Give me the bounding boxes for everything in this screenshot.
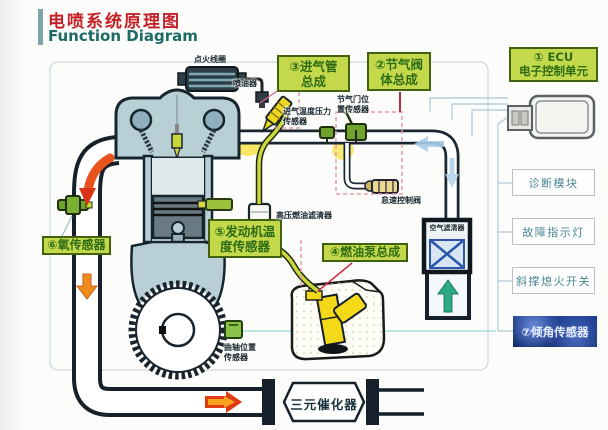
engine-temp-sensor-icon (197, 198, 233, 211)
oxygen-sensor-icon (57, 195, 93, 237)
engine-illustration (114, 88, 241, 380)
cylinder-wall-left (142, 154, 154, 244)
label-idle-control-valve: 怠速控制阀 (381, 196, 421, 205)
diagram-frame (49, 61, 489, 371)
exhaust-down-arrow (75, 273, 99, 300)
label-engine-temp-sensor: ⑤发动机温 度传感器 (208, 219, 282, 258)
fuel-injector (261, 95, 293, 133)
label-intake-manifold-assembly: ③进气管 总成 (277, 55, 350, 92)
panel-fault-indicator: 故障指示灯 (512, 218, 595, 245)
flywheel-notch (159, 326, 166, 334)
label-throttle-body-assembly: ②节气阀 体总成 (367, 52, 431, 91)
intake-down-arrow (445, 174, 459, 188)
label-catalytic-converter: 三元催化器 (290, 397, 358, 412)
panel-diagnostic-module: 诊断模块 (512, 169, 595, 196)
catalytic-converter-body (282, 381, 366, 423)
page-title: 电喷系统原理图 (48, 12, 181, 32)
label-ignition-coil: 点火线圈 (194, 55, 226, 64)
label-crank-position-sensor: 曲轴位置 传感器 (224, 343, 256, 362)
fuel-pump-illustration (305, 283, 367, 354)
label-injector: 喷油器 (233, 79, 257, 88)
plug-boot (255, 91, 269, 103)
intake-flow-arrow (414, 136, 444, 152)
flywheel (128, 280, 228, 380)
intake-duct (240, 129, 460, 218)
page-subtitle: Function Diagram (48, 27, 198, 45)
exhaust-flow-arrow (83, 153, 115, 195)
ignition-coil-illustration (177, 66, 269, 108)
throttle-component (343, 108, 367, 144)
fuel-system-lines (247, 95, 320, 294)
ecu-module-illustration (507, 94, 596, 140)
crank-position-sensor-icon (224, 320, 243, 339)
title-accent-bar (38, 9, 43, 45)
panel-tilt-sensor: ⑦倾角传感器 (513, 316, 597, 347)
panel-sidestand-kill-switch: 斜撑熄火开关 (512, 267, 595, 294)
label-intake-temp-pressure-sensor: 进气温度压力 传感器 (283, 107, 331, 126)
fuel-strainer (318, 344, 348, 354)
catalyst-band-left (262, 379, 275, 425)
label-air-filter: 空气滤清器 (429, 224, 465, 232)
air-filter (421, 217, 473, 320)
label-throttle-position-sensor: 节气门位 置传感器 (337, 95, 369, 114)
spark-plug-terminal (175, 124, 179, 134)
label-oxygen-sensor: ⑥氧传感器 (42, 236, 111, 255)
ht-lead (246, 77, 264, 92)
label-hp-fuel-filter: 高压燃油滤清器 (276, 211, 332, 220)
idle-bypass-duct (343, 143, 368, 190)
label-ecu: ① ECU 电子控制单元 (509, 47, 598, 82)
piston-pin (171, 221, 185, 235)
pointer-lines (259, 90, 403, 292)
flow-arrows (75, 136, 459, 413)
throttle-assembly-outline (335, 111, 403, 195)
label-fuel-pump-assembly: ④燃油泵总成 (322, 243, 408, 262)
fuel-tank (290, 279, 386, 361)
exhaust-valve (202, 108, 226, 132)
intake-valve (129, 108, 153, 132)
intake-temp-pressure-sensor-icon (319, 126, 335, 144)
spark-plug (171, 133, 183, 149)
idle-control-valve-icon (364, 179, 399, 194)
air-inlet-arrow (437, 279, 459, 313)
catalyst-band-right (366, 379, 379, 425)
